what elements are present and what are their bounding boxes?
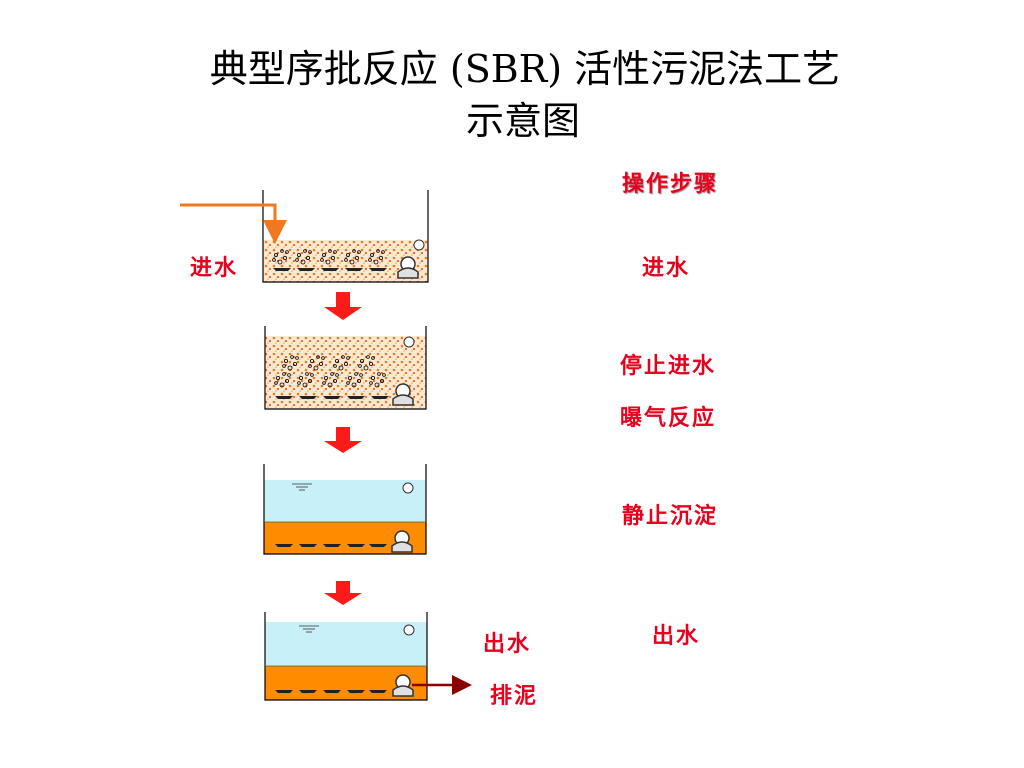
- tank-draw: [264, 612, 428, 701]
- tank-settle: [263, 464, 427, 555]
- effluent-label: 出水: [483, 632, 532, 657]
- title-line-2: 示意图: [465, 99, 580, 143]
- step-settle: 静止沉淀: [622, 504, 719, 529]
- sludge-discharge-label: 排泥: [490, 684, 539, 709]
- tank-aeration: [264, 326, 427, 410]
- water-surface-icon: [292, 483, 312, 491]
- down-arrow-icon: [324, 292, 362, 320]
- influent-pipe-arrow: [180, 203, 287, 244]
- influent-label: 进水: [190, 256, 239, 281]
- step-fill: 进水: [642, 256, 691, 281]
- step-stop-fill: 停止进水: [620, 354, 717, 379]
- step-aeration: 曝气反应: [620, 406, 717, 431]
- down-arrow-icon: [324, 581, 362, 605]
- tank-fill: [262, 190, 429, 283]
- title-line-1: 典型序批反应 (SBR) 活性污泥法工艺: [209, 47, 841, 91]
- step-draw: 出水: [652, 624, 701, 649]
- water-surface-icon: [299, 625, 319, 633]
- down-arrow-icon: [324, 427, 362, 453]
- steps-heading: 操作步骤: [622, 172, 719, 197]
